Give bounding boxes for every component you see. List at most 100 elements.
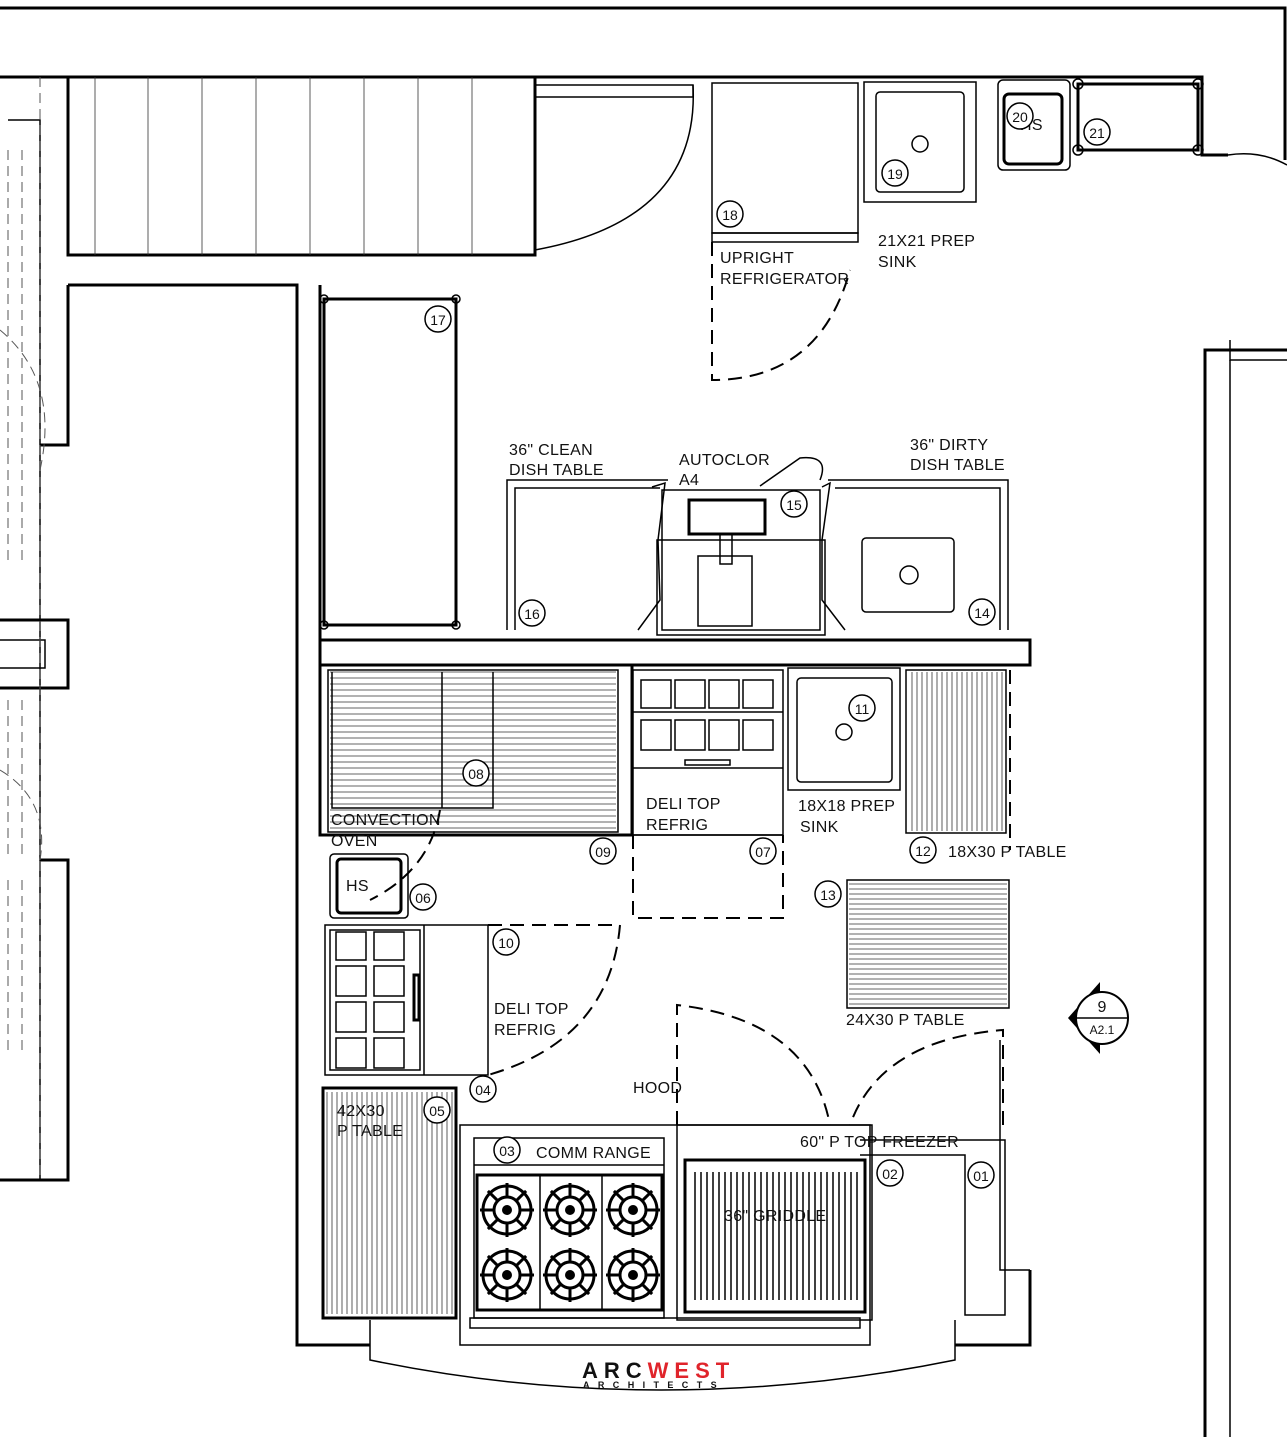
equipment-tag: 09	[589, 837, 617, 865]
stairs	[94, 77, 694, 255]
prep-sink-21-label-1: 21X21 PREP	[878, 233, 975, 250]
p-table-13: 24X30 P TABLE	[846, 879, 1010, 1029]
deli-top-refrig-07-label-2: REFRIG	[646, 817, 708, 834]
equipment-tag: 16	[518, 599, 546, 627]
upright-refrigerator-label-1: UPRIGHT	[720, 250, 794, 267]
section-sheet: A2.1	[1090, 1023, 1115, 1037]
walls	[0, 6, 1287, 1437]
equipment-tag: 05	[423, 1096, 451, 1124]
equipment-tag: 02	[876, 1159, 904, 1187]
hood-label: HOOD	[633, 1080, 682, 1097]
upright-refrigerator-label-2: REFRIGERATOR	[720, 271, 849, 288]
deli-top-refrig-07-label-1: DELI TOP	[646, 796, 721, 813]
tag-number: 09	[595, 844, 611, 860]
tag-number: 05	[429, 1103, 445, 1119]
convection-oven-label-2: OVEN	[331, 833, 378, 850]
tag-number: 06	[415, 890, 431, 906]
equipment-tag: 04	[469, 1075, 497, 1103]
arcwest-logo: ARCWEST ARCHITECTS	[582, 1358, 736, 1390]
burner-icon	[543, 1183, 597, 1237]
equipment-tag: 08	[462, 759, 490, 787]
section-marker: 9 A2.1	[1068, 982, 1129, 1054]
deli-top-refrig-07: DELI TOP REFRIG	[632, 669, 784, 919]
tag-number: 01	[973, 1168, 989, 1184]
equipment-tag: 19	[881, 159, 909, 187]
dirty-dish-table-label-1: 36" DIRTY	[910, 437, 988, 454]
equipment-tag: 11	[848, 694, 876, 722]
hs-06-label: HS	[346, 878, 369, 895]
p-table-12: 18X30 P TABLE	[905, 669, 1067, 861]
freezer-label: 60" P TOP FREEZER	[800, 1134, 959, 1151]
burner-icon	[606, 1183, 660, 1237]
equipment-tag: 20	[1006, 102, 1034, 130]
tag-number: 13	[820, 887, 836, 903]
equipment-tag: 17	[424, 305, 452, 333]
tag-number: 07	[755, 844, 771, 860]
tag-number: 10	[498, 935, 514, 951]
table-17	[319, 294, 461, 630]
p-table-13-label: 24X30 P TABLE	[846, 1012, 965, 1029]
comm-range-and-griddle: COMM RANGE 60" P TOP FREEZER 36" GRIDDLE	[459, 1124, 1006, 1346]
hand-sink-hs: HS	[997, 78, 1204, 171]
tag-number: 08	[468, 766, 484, 782]
burner-icon	[480, 1183, 534, 1237]
tag-number: 14	[974, 605, 990, 621]
prep-sink-18-label-2: SINK	[800, 819, 839, 836]
tag-number: 17	[430, 312, 446, 328]
tag-number: 12	[915, 843, 931, 859]
convection-oven-label-1: CONVECTION	[331, 812, 441, 829]
tag-number: 11	[855, 701, 870, 717]
prep-sink-21x21: 21X21 PREP SINK	[863, 81, 977, 271]
equipment-tag: 18	[716, 200, 744, 228]
upright-refrigerator: UPRIGHT REFRIGERATOR	[711, 82, 859, 382]
deli-top-refrig-04-label-1: DELI TOP	[494, 1001, 569, 1018]
tag-number: 16	[524, 606, 540, 622]
logo-west: WEST	[648, 1358, 736, 1383]
comm-range-label: COMM RANGE	[536, 1145, 651, 1162]
tag-number: 02	[882, 1166, 898, 1182]
burner-icon	[480, 1248, 534, 1302]
griddle-label: 36" GRIDDLE	[724, 1208, 826, 1225]
dirty-dish-table-label-2: DISH TABLE	[910, 457, 1005, 474]
logo-arc: ARC	[582, 1358, 648, 1383]
hood-and-freezer-doors: HOOD	[633, 1003, 1004, 1126]
equipment-tags: 01 02 03 04 05 06 07 08 09 10 11 12 13 14 15 16 17 18 19 20…	[409, 102, 1111, 1189]
burner-icon	[543, 1248, 597, 1302]
dish-area: 36" CLEAN DISH TABLE AUTOCLOR A4 36" DIR…	[318, 437, 1032, 667]
equipment-tag: 03	[493, 1136, 521, 1164]
prep-sink-18-label-1: 18X18 PREP	[798, 798, 895, 815]
prep-sink-18x18: 18X18 PREP SINK	[787, 667, 901, 836]
p-table-12-label: 18X30 P TABLE	[948, 844, 1067, 861]
section-number: 9	[1098, 999, 1107, 1016]
autoclor-label-2: A4	[679, 472, 699, 489]
tag-number: 19	[887, 166, 903, 182]
tag-number: 18	[722, 207, 738, 223]
prep-sink-21-label-2: SINK	[878, 254, 917, 271]
tag-number: 15	[786, 497, 802, 513]
bay-window	[369, 1320, 956, 1391]
equipment-tag: 15	[780, 490, 808, 518]
p-table-05-label-1: 42X30	[337, 1103, 385, 1120]
equipment-tag: 12	[909, 836, 937, 864]
deli-top-refrig-04-label-2: REFRIG	[494, 1022, 556, 1039]
equipment-tag: 21	[1083, 118, 1111, 146]
tag-number: 20	[1012, 109, 1028, 125]
tag-number: 03	[499, 1143, 515, 1159]
equipment-tag: 07	[749, 837, 777, 865]
equipment-tag: 01	[967, 1161, 995, 1189]
clean-dish-table-label-2: DISH TABLE	[509, 462, 604, 479]
burner-icon	[606, 1248, 660, 1302]
autoclor-label-1: AUTOCLOR	[679, 452, 770, 469]
p-table-05: 42X30 P TABLE	[321, 1086, 458, 1320]
equipment-tag: 06	[409, 883, 437, 911]
hand-sink-06: HS	[329, 853, 409, 919]
logo-sub: ARCHITECTS	[583, 1380, 725, 1390]
tag-number: 04	[475, 1082, 491, 1098]
clean-dish-table-label-1: 36" CLEAN	[509, 442, 593, 459]
tag-number: 21	[1089, 125, 1105, 141]
convection-oven: CONVECTION OVEN	[318, 663, 634, 901]
equipment-tag: 14	[968, 598, 996, 626]
equipment-tag: 13	[814, 880, 842, 908]
p-table-05-label-2: P TABLE	[337, 1123, 403, 1140]
